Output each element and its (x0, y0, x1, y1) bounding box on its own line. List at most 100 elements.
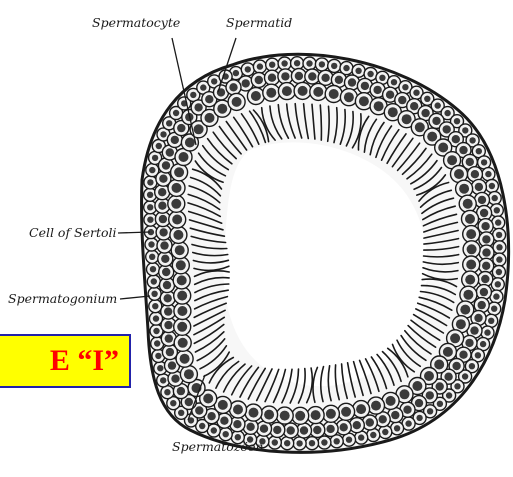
cell-nucleus (467, 244, 477, 254)
cell-nucleus (284, 440, 290, 446)
cell-nucleus (162, 268, 170, 276)
cell-nucleus (495, 219, 501, 225)
cell-nucleus (153, 328, 159, 334)
cell-nucleus (175, 245, 185, 255)
cell-nucleus (255, 76, 263, 84)
cell-nucleus (452, 135, 460, 143)
cell-nucleus (159, 228, 167, 236)
cell-nucleus (475, 183, 483, 191)
cell-nucleus (313, 87, 323, 97)
cell-nucleus (463, 290, 473, 300)
cell-nucleus (185, 138, 195, 148)
cell-nucleus (482, 235, 490, 243)
cell-nucleus (400, 389, 410, 399)
cell-nucleus (184, 369, 194, 379)
cell-nucleus (319, 61, 325, 67)
cell-nucleus (424, 371, 434, 381)
label-spermatid: Spermatid (226, 15, 292, 30)
cell-nucleus (412, 381, 422, 391)
cell-nucleus (177, 124, 185, 132)
cell-nucleus (211, 427, 217, 433)
cell-nucleus (217, 104, 227, 114)
cell-nucleus (164, 321, 172, 329)
cell-nucleus (161, 255, 169, 263)
cell-nucleus (164, 389, 170, 395)
cell-nucleus (177, 387, 185, 395)
cell-nucleus (450, 333, 460, 343)
cell-nucleus (382, 429, 388, 435)
cell-nucleus (485, 171, 491, 177)
cell-nucleus (157, 365, 163, 371)
cell-nucleus (443, 125, 451, 133)
cell-nucleus (195, 406, 203, 414)
cell-nucleus (260, 425, 268, 433)
cell-nucleus (335, 76, 343, 84)
cell-nucleus (164, 307, 172, 315)
cell-nucleus (388, 107, 398, 117)
cell-nucleus (160, 241, 168, 249)
label-spermatocyte: Spermatocyte (92, 15, 180, 30)
cell-nucleus (454, 169, 464, 179)
cell-nucleus (147, 217, 153, 223)
cell-nucleus (190, 92, 196, 98)
cell-nucleus (178, 338, 188, 348)
cell-nucleus (480, 288, 488, 296)
cell-nucleus (158, 202, 166, 210)
cell-nucleus (437, 401, 443, 407)
cell-nucleus (359, 96, 369, 106)
cell-nucleus (166, 148, 174, 156)
cell-nucleus (427, 132, 437, 142)
cell-nucleus (217, 88, 225, 96)
cell-nucleus (218, 400, 228, 410)
cell-nucleus (344, 92, 354, 102)
cell-nucleus (346, 437, 352, 443)
cell-nucleus (482, 262, 490, 270)
cell-nucleus (148, 241, 154, 247)
cell-nucleus (280, 411, 290, 421)
cell-nucleus (200, 84, 206, 90)
cell-nucleus (341, 407, 351, 417)
cell-nucleus (257, 63, 263, 69)
cell-nucleus (294, 60, 300, 66)
cell-nucleus (203, 394, 213, 404)
highlight-badge: E “I” (0, 334, 131, 388)
cell-nucleus (281, 72, 289, 80)
cell-nucleus (398, 96, 406, 104)
label-spermatogonium: Spermatogonium (8, 291, 117, 306)
cell-nucleus (177, 322, 187, 332)
cell-nucleus (160, 131, 166, 137)
cell-nucleus (488, 318, 494, 324)
cell-nucleus (242, 79, 250, 87)
cell-nucleus (229, 83, 237, 91)
cell-nucleus (373, 86, 381, 94)
cell-nucleus (179, 152, 189, 162)
cell-nucleus (465, 214, 475, 224)
cell-nucleus (154, 340, 160, 346)
cell-nucleus (454, 383, 460, 389)
cell-nucleus (176, 260, 186, 270)
cell-nucleus (298, 86, 308, 96)
cell-nucleus (177, 291, 187, 301)
cell-nucleus (170, 400, 176, 406)
cell-nucleus (309, 440, 315, 446)
cell-nucleus (481, 275, 489, 283)
cell-nucleus (471, 170, 479, 178)
cell-nucleus (459, 146, 467, 154)
cell-nucleus (163, 281, 171, 289)
cell-nucleus (246, 423, 254, 431)
cell-nucleus (162, 161, 170, 169)
cell-nucleus (343, 65, 349, 71)
cell-nucleus (348, 78, 356, 86)
cell-nucleus (421, 109, 429, 117)
cell-nucleus (205, 95, 213, 103)
cell-nucleus (171, 136, 179, 144)
cell-nucleus (166, 120, 172, 126)
cell-nucleus (494, 207, 500, 213)
label-cell-of-sertoli: Cell of Sertoli (29, 225, 117, 240)
cell-nucleus (166, 348, 174, 356)
cell-nucleus (405, 420, 411, 426)
cell-nucleus (153, 315, 159, 321)
cell-nucleus (295, 411, 305, 421)
cell-nucleus (147, 204, 153, 210)
